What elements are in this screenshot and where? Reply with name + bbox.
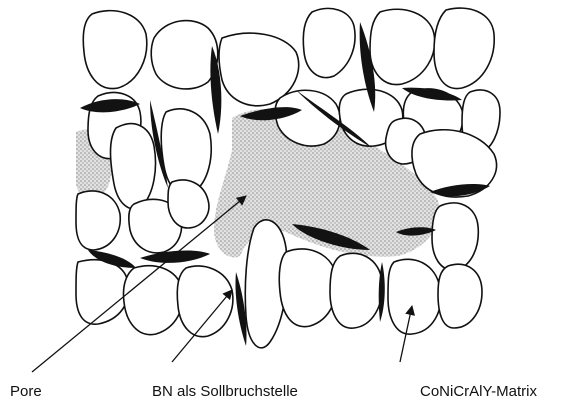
matrix-particle (76, 191, 120, 250)
matrix-particle (438, 264, 482, 328)
pore-label: Pore (10, 384, 42, 399)
matrix-particle (279, 249, 337, 327)
matrix-label: CoNiCrAlY-Matrix (420, 384, 537, 399)
matrix-particle (151, 21, 218, 89)
matrix-particle (330, 253, 382, 328)
matrix-particle (303, 8, 355, 77)
matrix-particle (388, 259, 441, 334)
matrix-particle (432, 203, 478, 270)
matrix-particle (111, 124, 156, 209)
matrix-particle (123, 266, 182, 335)
matrix-particle (177, 266, 233, 337)
matrix-particle (370, 9, 435, 84)
matrix-particle (434, 8, 494, 88)
matrix-particle (168, 180, 209, 228)
matrix-particle (83, 11, 146, 89)
bn-label: BN als Sollbruchstelle (152, 384, 298, 399)
